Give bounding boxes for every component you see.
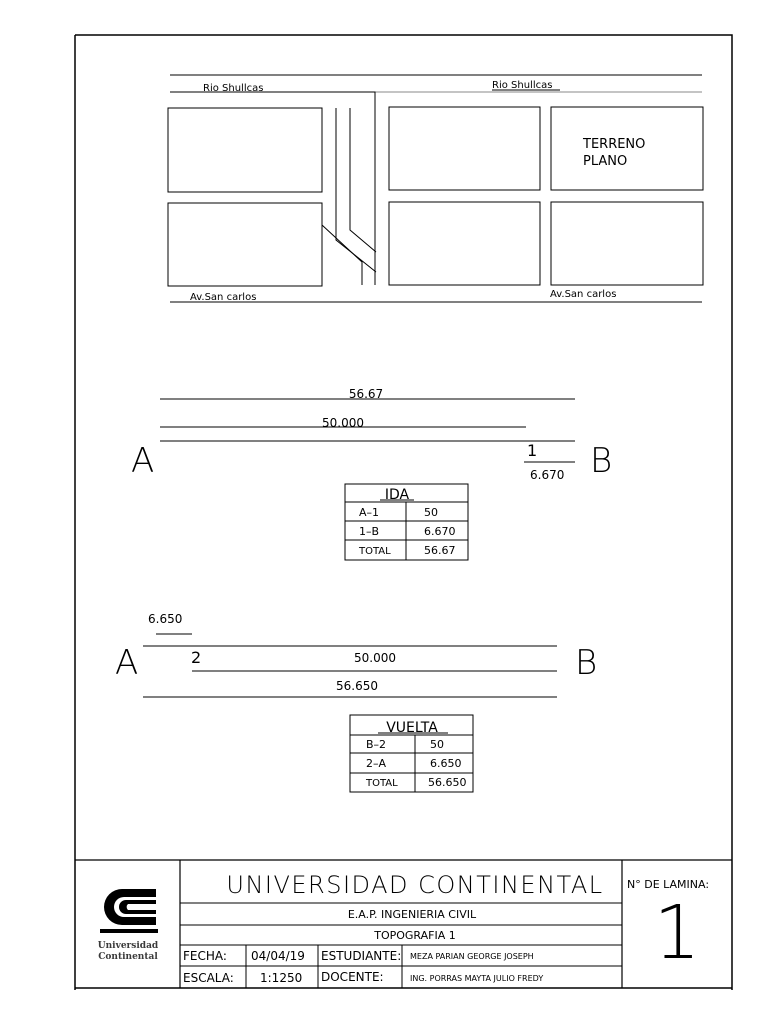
ida-row-3-tramo: TOTAL: [358, 546, 391, 557]
vuelta-row-3-tramo: TOTAL: [365, 778, 398, 789]
university-logo-icon: [100, 889, 158, 933]
vuelta-segment-short: 6.650: [148, 612, 182, 626]
channel-line-left: [335, 108, 377, 273]
vuelta-table: VUELTA B–2 50 2–A 6.650 TOTAL 56.650: [349, 714, 474, 793]
vuelta-row-3-valor: 56.650: [428, 776, 467, 789]
river-label-left: Rio Shullcas: [203, 83, 263, 94]
ida-station-1: 1: [527, 441, 537, 460]
vuelta-row-1-tramo: B–2: [366, 738, 386, 751]
title-block: Universidad Continental UNIVERSIDAD CONT…: [75, 859, 732, 988]
ida-row-2-valor: 6.670: [424, 525, 456, 538]
terrain-label-line1: TERRENO: [582, 137, 645, 152]
block-bottom-right: [550, 201, 704, 286]
vuelta-station-2: 2: [191, 648, 201, 667]
vuelta-diagram: 6.650 A B 2 50.000 56.650: [115, 612, 597, 698]
estudiante-value: MEZA PARIAN GEORGE JOSEPH: [410, 952, 534, 961]
ida-row-3-valor: 56.67: [424, 544, 456, 557]
site-plan: Rio Shullcas Rio Shullcas TERRENO PLANO …: [167, 74, 704, 303]
school-name: E.A.P. INGENIERIA CIVIL: [348, 908, 477, 921]
ida-point-b: B: [590, 441, 612, 481]
fecha-label: FECHA:: [183, 949, 227, 963]
vuelta-table-title: VUELTA: [386, 720, 438, 736]
avenue-label-right: Av.San carlos: [550, 289, 616, 300]
logo-text-line2: Continental: [98, 952, 158, 962]
escala-label: ESCALA:: [183, 971, 234, 985]
vuelta-row-2-tramo: 2–A: [366, 757, 386, 770]
vuelta-row-2-valor: 6.650: [430, 757, 462, 770]
channel-line-right: [322, 91, 376, 285]
docente-value: ING. PORRAS MAYTA JULIO FREDY: [410, 974, 543, 983]
university-name: UNIVERSIDAD CONTINENTAL: [226, 871, 603, 899]
ida-table-title: IDA: [385, 487, 410, 503]
sheet-frame-top-right: [75, 34, 733, 990]
vuelta-segment-long: 50.000: [354, 651, 396, 665]
channel-line-inner: [349, 108, 377, 253]
block-terrain: [550, 106, 704, 191]
block-bottom-left: [167, 202, 323, 287]
lamina-number: 1: [653, 890, 700, 976]
ida-segment-2: 6.670: [530, 468, 564, 482]
ida-row-2-tramo: 1–B: [359, 525, 379, 538]
fecha-value: 04/04/19: [251, 949, 305, 963]
block-top-middle: [388, 106, 541, 191]
ida-total-length: 56.67: [349, 387, 383, 401]
vuelta-point-a: A: [115, 643, 138, 683]
block-bottom-middle: [388, 201, 541, 286]
ida-point-a: A: [131, 441, 154, 481]
escala-value: 1:1250: [260, 971, 302, 985]
vuelta-point-b: B: [575, 643, 597, 683]
ida-table: IDA A–1 50 1–B 6.670 TOTAL 56.67: [344, 483, 469, 561]
estudiante-label: ESTUDIANTE:: [321, 949, 401, 963]
channel-line-bottom: [321, 224, 363, 285]
lamina-label: N° DE LAMINA:: [627, 878, 709, 891]
ida-row-1-valor: 50: [424, 506, 438, 519]
avenue-label-left: Av.San carlos: [190, 292, 256, 303]
course-name: TOPOGRAFIA 1: [373, 929, 456, 942]
ida-row-1-tramo: A–1: [359, 506, 379, 519]
ida-diagram: 56.67 50.000 A B 1 6.670: [131, 387, 612, 482]
vuelta-total-length: 56.650: [336, 679, 378, 693]
terrain-label-line2: PLANO: [583, 154, 627, 169]
logo-text-line1: Universidad: [98, 941, 159, 951]
docente-label: DOCENTE:: [321, 970, 384, 984]
river-label-right: Rio Shullcas: [492, 80, 552, 91]
vuelta-row-1-valor: 50: [430, 738, 444, 751]
ida-segment-1: 50.000: [322, 416, 364, 430]
block-top-left: [167, 107, 323, 193]
